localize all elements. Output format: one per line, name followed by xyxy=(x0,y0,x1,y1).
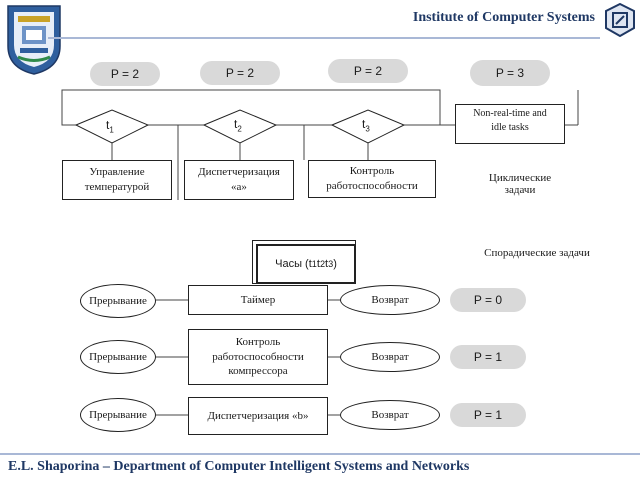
priority-pill-6: P = 1 xyxy=(450,345,526,369)
cyclic-tasks-label: Циклические задачи xyxy=(488,172,552,196)
priority-pill-4: P = 3 xyxy=(470,60,550,86)
footer-text: E.L. Shaporina – Department of Computer … xyxy=(8,459,470,474)
task-health-check: Контроль работоспособности xyxy=(308,160,436,198)
return-oval-2: Возврат xyxy=(340,342,440,372)
interrupt-oval-3: Прерывание xyxy=(80,398,156,432)
idle-tasks-box: Non-real-time and idle tasks xyxy=(455,104,565,144)
institute-emblem-icon xyxy=(604,2,636,38)
return-oval-3: Возврат xyxy=(340,400,440,430)
header-title: Institute of Computer Systems xyxy=(412,10,595,25)
priority-pill-1: P = 2 xyxy=(90,62,160,86)
priority-pill-2: P = 2 xyxy=(200,61,280,85)
handler-dispatching-b: Диспетчеризация «b» xyxy=(188,397,328,435)
header-rule xyxy=(48,37,600,39)
handler-timer: Таймер xyxy=(188,285,328,315)
footer-rule xyxy=(0,453,640,455)
handler-compressor-health: Контроль работоспособности компрессора xyxy=(188,329,328,385)
task-temperature-control: Управление температурой xyxy=(62,160,172,200)
interrupt-oval-1: Прерывание xyxy=(80,284,156,318)
timer-label-3: t3 xyxy=(362,117,370,134)
priority-pill-5: P = 0 xyxy=(450,288,526,312)
return-oval-1: Возврат xyxy=(340,285,440,315)
timer-label-2: t2 xyxy=(234,117,242,134)
timer-diamond-2 xyxy=(202,109,278,144)
timer-label-1: t1 xyxy=(106,118,114,135)
sporadic-tasks-label: Спорадические задачи xyxy=(484,247,590,259)
interrupt-oval-2: Прерывание xyxy=(80,340,156,374)
priority-pill-7: P = 1 xyxy=(450,403,526,427)
timer-diamond-3 xyxy=(330,109,406,144)
priority-pill-3: P = 2 xyxy=(328,59,408,83)
task-dispatching-a: Диспетчеризация «а» xyxy=(184,160,294,200)
timer-diamond-1 xyxy=(74,109,150,144)
university-crest-icon xyxy=(4,2,64,76)
connector-lines xyxy=(61,89,579,416)
